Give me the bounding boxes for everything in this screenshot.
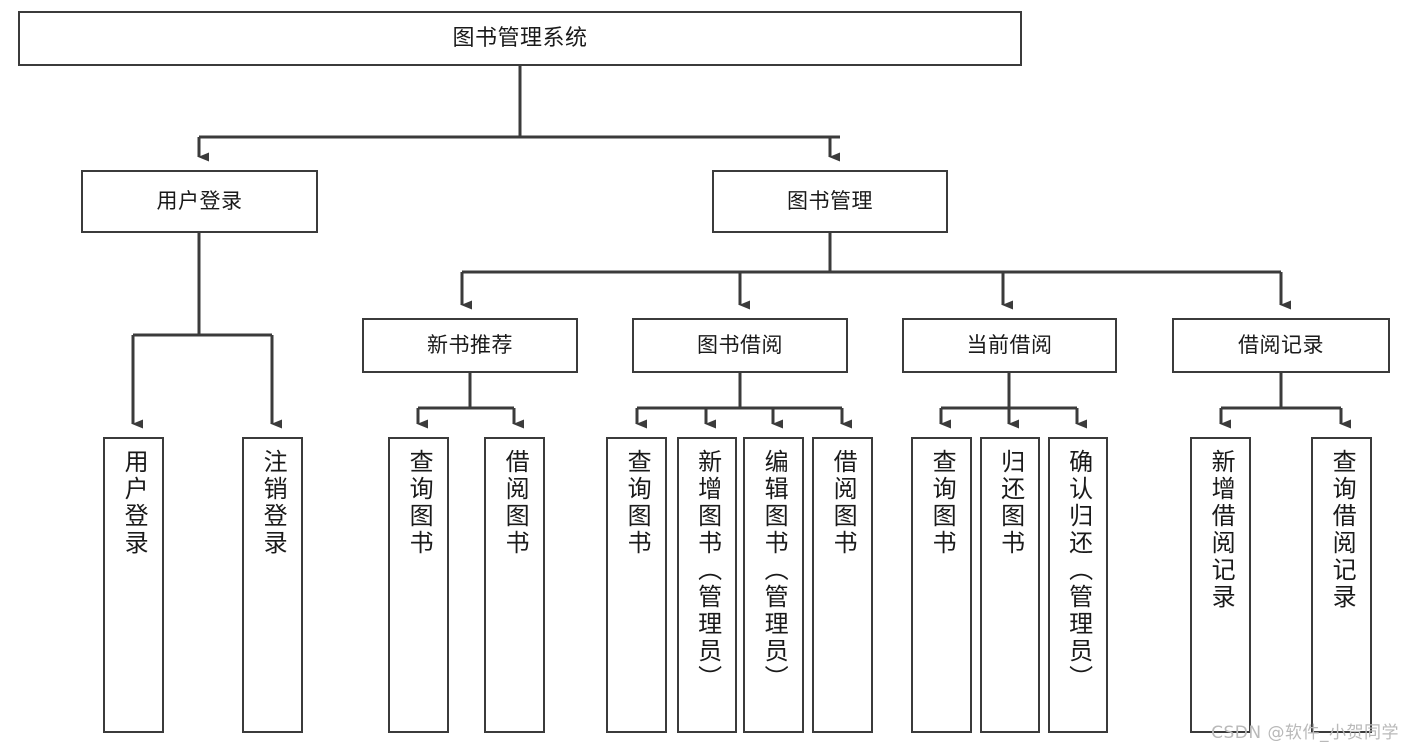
node-label: 归还图书 [996,449,1025,557]
node-root-book-management-system[interactable]: 图书管理系统 [18,11,1022,66]
node-label: 新书推荐 [427,333,513,358]
csdn-watermark: CSDN @软件_小贺同学 [1211,723,1399,743]
leaf-logout[interactable]: 注销登录 [242,437,303,733]
node-label: 借阅记录 [1238,333,1324,358]
leaf-add-borrow-record[interactable]: 新增借阅记录 [1190,437,1251,733]
leaf-add-book-admin[interactable]: 新增图书（管理员） [677,437,737,733]
leaf-edit-book-admin[interactable]: 编辑图书（管理员） [743,437,804,733]
leaf-borrow-book-borrow[interactable]: 借阅图书 [812,437,873,733]
node-label: 图书管理 [787,189,873,214]
leaf-borrow-book-new-rec[interactable]: 借阅图书 [484,437,545,733]
node-label: 确认归还（管理员） [1064,449,1093,692]
leaf-return-book[interactable]: 归还图书 [980,437,1040,733]
node-label: 注销登录 [259,449,288,557]
node-label: 借阅图书 [501,449,530,557]
node-current-borrowing[interactable]: 当前借阅 [902,318,1117,373]
leaf-query-book-new-rec[interactable]: 查询图书 [388,437,449,733]
node-label: 查询图书 [623,449,652,557]
node-label: 新增借阅记录 [1207,449,1236,611]
node-label: 新增图书（管理员） [693,449,722,692]
node-new-book-recommendation[interactable]: 新书推荐 [362,318,578,373]
node-label: 当前借阅 [966,333,1053,358]
node-user-login[interactable]: 用户登录 [81,170,318,233]
node-label: 查询图书 [405,449,434,557]
node-label: 编辑图书（管理员） [760,449,789,692]
node-label: 查询借阅记录 [1328,449,1357,611]
leaf-user-login[interactable]: 用户登录 [103,437,164,733]
leaf-query-book-current[interactable]: 查询图书 [911,437,972,733]
node-label: 查询图书 [928,449,957,557]
node-label: 用户登录 [120,449,149,557]
node-label: 用户登录 [156,189,243,214]
leaf-query-borrow-record[interactable]: 查询借阅记录 [1311,437,1372,733]
node-label: 图书借阅 [697,333,783,358]
node-label: 图书管理系统 [452,25,588,51]
node-borrowing-record[interactable]: 借阅记录 [1172,318,1390,373]
leaf-confirm-return-admin[interactable]: 确认归还（管理员） [1048,437,1108,733]
node-label: 借阅图书 [829,449,858,557]
node-book-borrowing[interactable]: 图书借阅 [632,318,848,373]
leaf-query-book-borrow[interactable]: 查询图书 [606,437,667,733]
node-book-management[interactable]: 图书管理 [712,170,948,233]
